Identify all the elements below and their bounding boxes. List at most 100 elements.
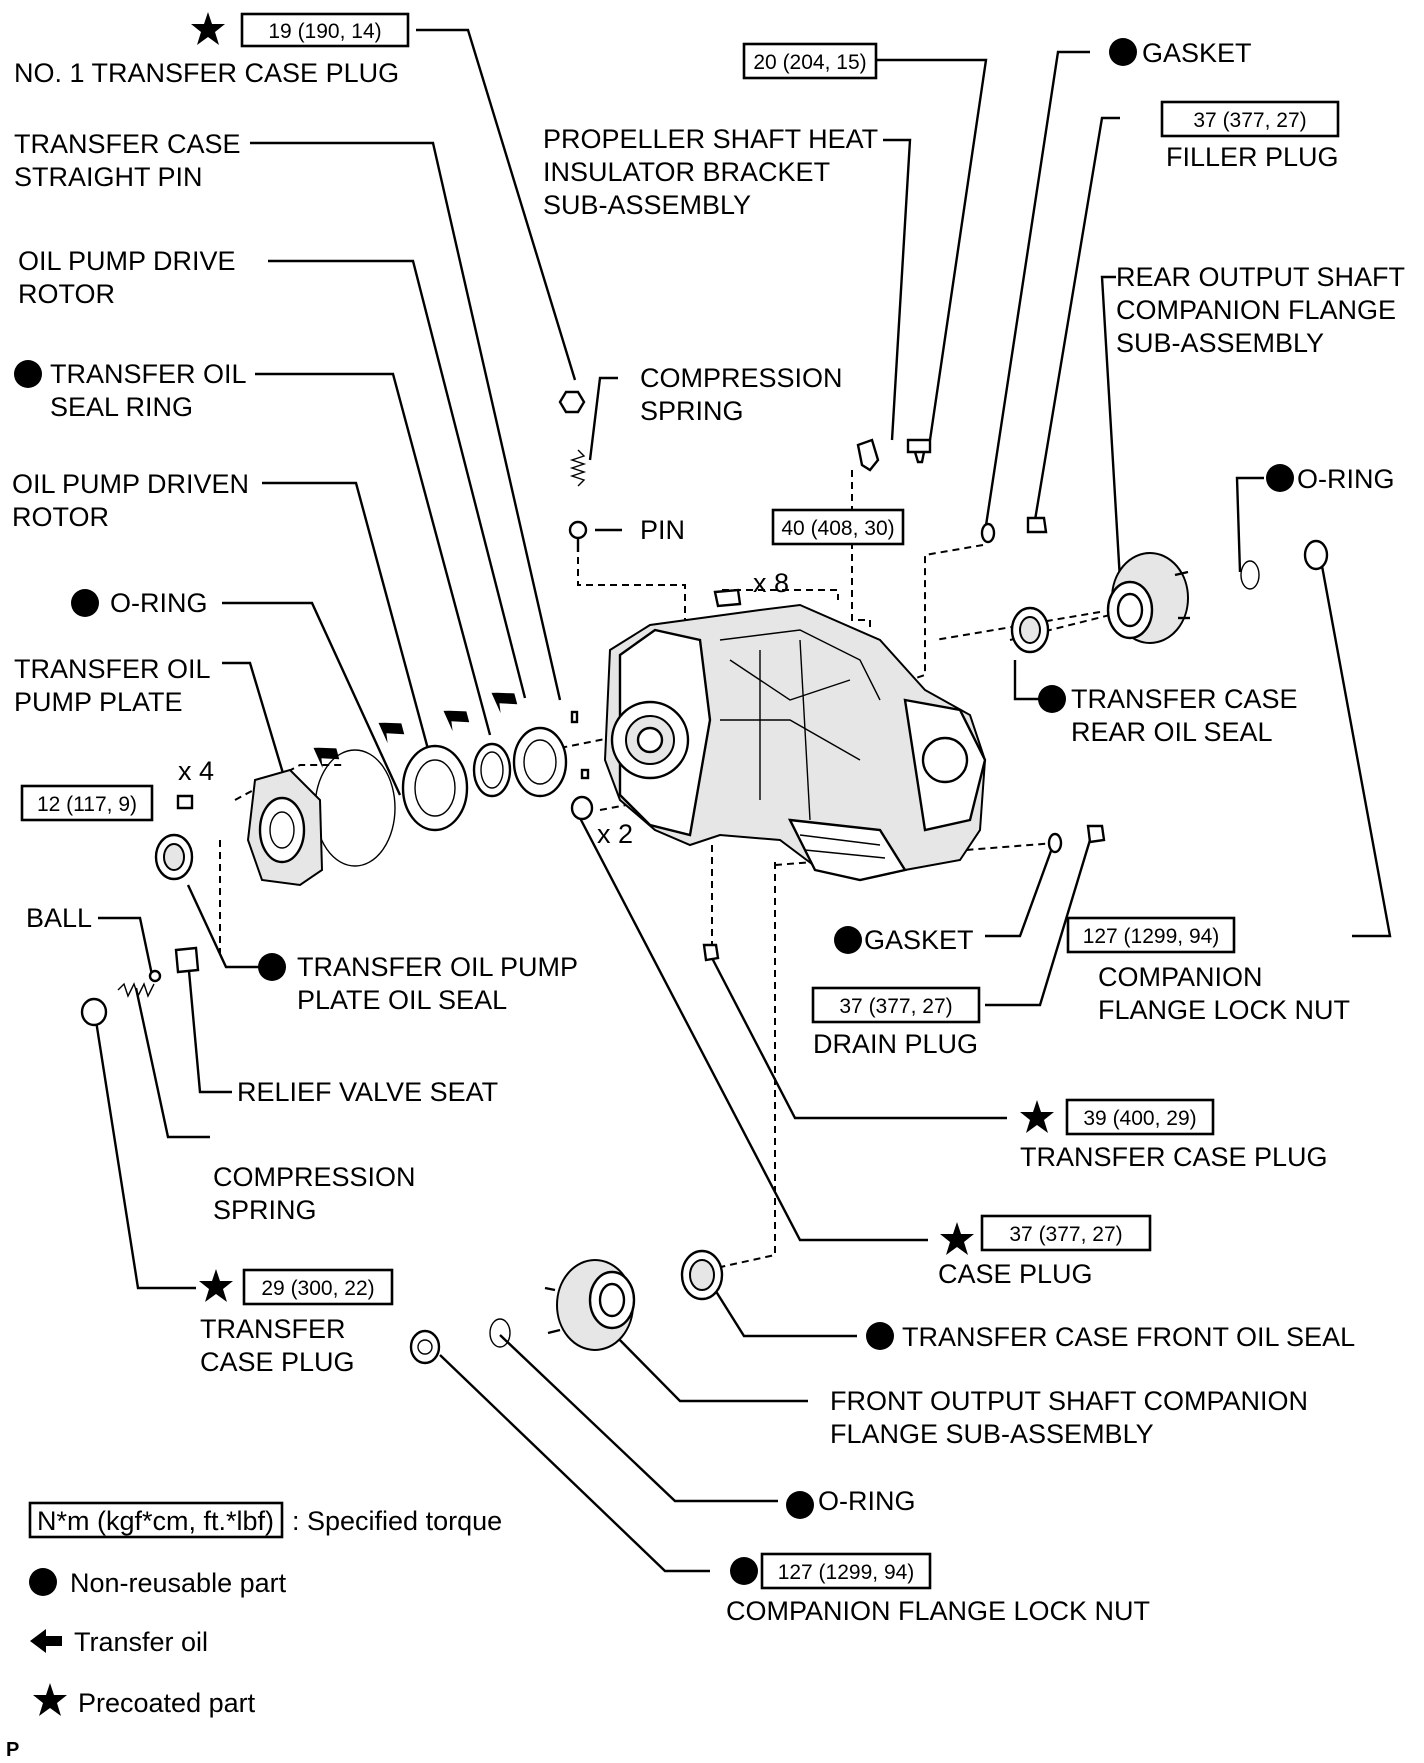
torque-values: 19 (190, 14) 20 (204, 15) 37 (377, 27) 4… [37, 20, 1307, 1584]
precoated-star-icons [33, 12, 1054, 1716]
drain-plug-part [1086, 824, 1106, 844]
bracket-torque: 20 (204, 15) [753, 51, 866, 74]
star-icon-legend [33, 1683, 67, 1716]
lower-plug-part [80, 997, 108, 1027]
dot-icon-o-ring-right [1266, 464, 1294, 492]
gasket-lower-part [1047, 832, 1063, 854]
front-lock-nut-part [409, 1329, 441, 1365]
corner-mark: P [6, 1739, 19, 1761]
dot-icon-front-lock-nut [730, 1557, 758, 1585]
pump-plate-bolt-torque: 12 (117, 9) [37, 793, 137, 816]
front-lock-nut-label: COMPANION FLANGE LOCK NUT [726, 1596, 1150, 1626]
o-ring-bottom-part [489, 1318, 511, 1348]
leader-lines [92, 28, 1392, 1573]
straight-pin-part [570, 710, 579, 724]
compression-spring-upper-label-2: SPRING [640, 396, 744, 426]
gasket-top-label: GASKET [1142, 38, 1252, 68]
case-plug-label: CASE PLUG [938, 1259, 1093, 1289]
straight-pin-label-1: TRANSFER CASE [14, 129, 241, 159]
case-plug-x2-part [570, 795, 594, 821]
pump-plate-part [246, 768, 324, 887]
no1-plug-torque: 19 (190, 14) [268, 20, 381, 43]
rear-flange-label-2: COMPANION FLANGE [1116, 295, 1396, 325]
drain-plug-label: DRAIN PLUG [813, 1029, 978, 1059]
star-icon-no1-plug [191, 12, 225, 45]
o-ring-right-part [1240, 560, 1260, 590]
rear-oil-seal-label-2: REAR OIL SEAL [1071, 717, 1273, 747]
front-oil-seal-label: TRANSFER CASE FRONT OIL SEAL [902, 1322, 1355, 1352]
filler-plug-part [1026, 516, 1048, 534]
case-plug-torque: 37 (377, 27) [1009, 1223, 1122, 1246]
compression-spring-upper-label-1: COMPRESSION [640, 363, 843, 393]
rear-lock-nut-label-1: COMPANION [1098, 962, 1263, 992]
filler-plug-label: FILLER PLUG [1166, 142, 1339, 172]
driven-rotor-label-1: OIL PUMP DRIVEN [12, 469, 249, 499]
dot-icon-gasket-top [1109, 38, 1137, 66]
legend-non-reusable: Non-reusable part [70, 1568, 287, 1598]
ball-part [148, 969, 162, 983]
front-flange-label-1: FRONT OUTPUT SHAFT COMPANION [830, 1386, 1308, 1416]
star-icon-case-plug [940, 1222, 974, 1255]
rear-flange-part [1106, 552, 1190, 644]
lower-left-plug-label-2: CASE PLUG [200, 1347, 355, 1377]
bracket-label-3: SUB-ASSEMBLY [543, 190, 751, 220]
legend-torque-format: N*m (kgf*cm, ft.*lbf) [37, 1506, 274, 1536]
lower-left-plug-torque: 29 (300, 22) [261, 1277, 374, 1300]
no1-transfer-case-plug-label: NO. 1 TRANSFER CASE PLUG [14, 58, 399, 88]
rear-lock-nut-torque: 127 (1299, 94) [1083, 925, 1220, 948]
transfer-oil-arrow-icon [30, 1629, 62, 1653]
lower-left-plug-label-1: TRANSFER [200, 1314, 346, 1344]
seal-ring-label-2: SEAL RING [50, 392, 193, 422]
filler-plug-torque: 37 (377, 27) [1193, 109, 1306, 132]
pump-plate-label-2: PUMP PLATE [14, 687, 183, 717]
rear-flange-label-1: REAR OUTPUT SHAFT [1116, 262, 1405, 292]
lower-spring-part [117, 982, 155, 998]
pump-plate-oil-seal-label-2: PLATE OIL SEAL [297, 985, 507, 1015]
pin-label: PIN [640, 515, 685, 545]
rear-lock-nut-part [1303, 539, 1329, 571]
case-bolt-torque: 40 (408, 30) [781, 517, 894, 540]
o-ring-right-label: O-RING [1297, 464, 1395, 494]
o-ring-left-part [314, 749, 396, 867]
mid-plug-label: TRANSFER CASE PLUG [1020, 1142, 1328, 1172]
compression-spring-lower-label-2: SPRING [213, 1195, 317, 1225]
legend-precoated: Precoated part [78, 1688, 256, 1718]
no1-plug-part [558, 390, 586, 414]
dot-icon-legend [29, 1568, 57, 1596]
gasket-top-part [980, 522, 996, 544]
seal-ring-part [472, 742, 512, 798]
torque-boxes [20, 12, 1340, 1590]
pin-part [568, 520, 588, 540]
bracket-label-2: INSULATOR BRACKET [543, 157, 830, 187]
transfer-case-housing [603, 603, 987, 882]
legend-torque-desc: : Specified torque [292, 1506, 502, 1536]
driven-rotor-label-2: ROTOR [12, 502, 109, 532]
front-flange-label-2: FLANGE SUB-ASSEMBLY [830, 1419, 1154, 1449]
dot-icon-gasket-lower [834, 926, 862, 954]
drain-plug-torque: 37 (377, 27) [839, 995, 952, 1018]
straight-pin-label-2: STRAIGHT PIN [14, 162, 203, 192]
drive-rotor-label-1: OIL PUMP DRIVE [18, 246, 236, 276]
rear-oil-seal-label-1: TRANSFER CASE [1071, 684, 1298, 714]
star-icon-lower-left-plug [199, 1269, 233, 1302]
front-lock-nut-torque: 127 (1299, 94) [778, 1561, 915, 1584]
assembly-dash-lines [219, 470, 1111, 1271]
compression-spring-lower-label-1: COMPRESSION [213, 1162, 416, 1192]
part-labels: NO. 1 TRANSFER CASE PLUG TRANSFER CASE S… [12, 38, 1405, 1626]
exploded-parts [80, 390, 1329, 1365]
relief-valve-seat-part [174, 946, 200, 974]
o-ring-left-label: O-RING [110, 588, 208, 618]
dot-icon-pump-plate-seal [258, 953, 286, 981]
front-flange-part [544, 1259, 636, 1351]
case-plug-qty: x 2 [597, 819, 633, 849]
mid-plug-torque: 39 (400, 29) [1083, 1107, 1196, 1130]
driven-rotor-part [401, 744, 469, 832]
pump-plate-bolt-part [176, 794, 194, 810]
dot-icon-rear-oil-seal [1038, 685, 1066, 713]
rear-flange-label-3: SUB-ASSEMBLY [1116, 328, 1324, 358]
dot-icon-o-ring-left [71, 589, 99, 617]
ball-label: BALL [26, 903, 92, 933]
bracket-bolt-part [906, 438, 932, 464]
rear-lock-nut-label-2: FLANGE LOCK NUT [1098, 995, 1350, 1025]
